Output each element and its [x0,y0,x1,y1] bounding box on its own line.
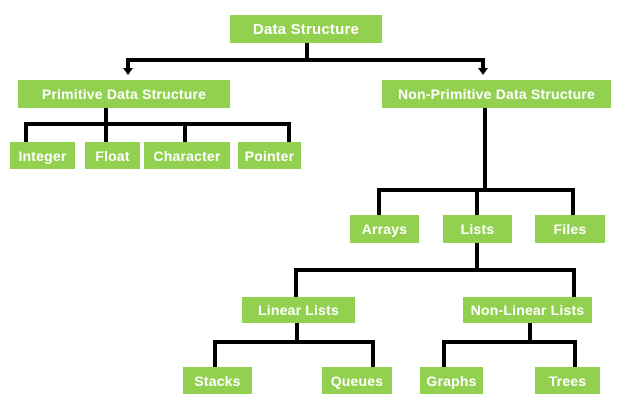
connector-linear-stem [295,322,299,343]
connector-lists-drop-linear [294,268,298,298]
node-primitive-data-structure: Primitive Data Structure [18,80,230,108]
node-queues: Queues [322,367,392,394]
connector-nonlinear-drop-trees [573,340,577,368]
node-linear-lists: Linear Lists [242,297,355,323]
connector-nonprimitive-drop-lists [475,188,479,216]
node-non-linear-lists: Non-Linear Lists [463,297,592,323]
connector-linear-drop-queues [371,340,375,368]
down-arrowhead-icon [123,68,133,75]
connector-primitive-stem [104,107,108,124]
connector-root-right-drop [481,58,485,69]
connector-nonprimitive-drop-arrays [377,188,381,216]
node-data-structure: Data Structure [230,15,382,43]
connector-nonprimitive-stem [483,107,487,190]
connector-nonlinear-crossbar [442,340,577,344]
node-files: Files [535,215,605,243]
node-float: Float [85,142,140,169]
connector-primitive-drop-integer [24,122,28,142]
connector-root-left-drop [126,58,130,69]
connector-root-crossbar [126,58,485,62]
connector-primitive-drop-float [104,122,108,142]
node-stacks: Stacks [183,367,252,394]
connector-nonprimitive-drop-files [571,188,575,216]
connector-root-stem [305,42,309,61]
connector-lists-drop-nonlinear [572,268,576,298]
node-trees: Trees [535,367,600,394]
connector-linear-drop-stacks [213,340,217,368]
node-character: Character [144,142,230,169]
node-integer: Integer [10,142,75,169]
down-arrowhead-icon [478,68,488,75]
connector-linear-crossbar [213,340,375,344]
node-arrays: Arrays [350,215,419,243]
connector-primitive-drop-pointer [287,122,291,142]
node-graphs: Graphs [420,367,483,394]
connector-primitive-drop-character [183,122,187,142]
connector-primitive-crossbar [24,122,291,126]
node-pointer: Pointer [238,142,301,169]
connector-nonlinear-drop-graphs [442,340,446,368]
connector-lists-stem [475,243,479,271]
node-lists: Lists [443,215,512,243]
connector-lists-crossbar [294,268,576,272]
node-non-primitive-data-structure: Non-Primitive Data Structure [382,80,611,108]
connector-nonlinear-stem [528,322,532,343]
